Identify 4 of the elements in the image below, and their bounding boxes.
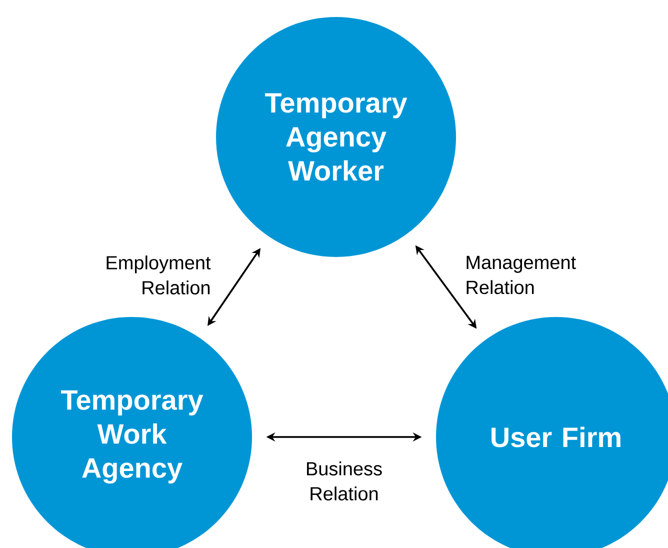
edge-label: Management Relation <box>466 256 576 294</box>
edge-label: Employment Relation <box>106 256 211 294</box>
edge-label: Business Relation <box>307 462 382 500</box>
circle-node: Temporary Agency Worker <box>216 17 456 257</box>
